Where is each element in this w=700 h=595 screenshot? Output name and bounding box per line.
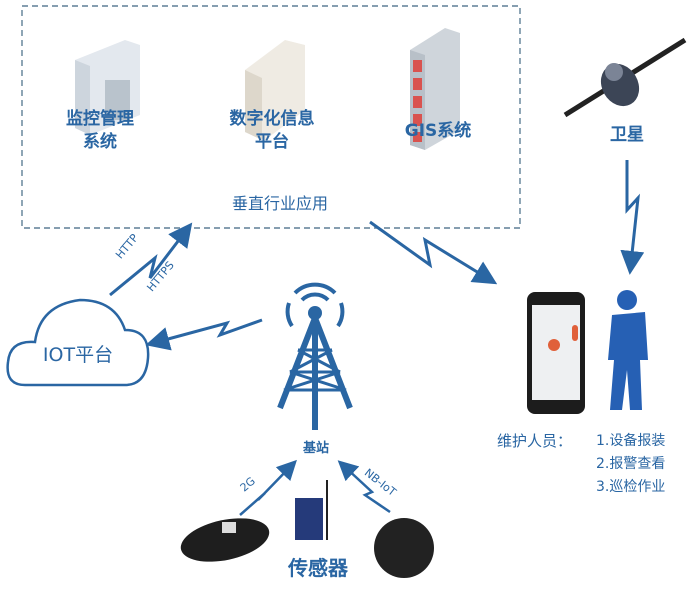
server-tower-icon (75, 40, 140, 135)
maintenance-task-list: 1.设备报装 2.报警查看 3.巡检作业 (596, 430, 665, 499)
satellite-icon (563, 37, 687, 118)
task-item: 1.设备报装 (596, 433, 666, 449)
maintenance-label: 维护人员： (497, 432, 573, 450)
app-to-phone-arrow (369, 220, 498, 285)
sensors-label: 传感器 (288, 556, 348, 580)
smartphone-icon (527, 292, 585, 414)
gateway-device-icon (295, 498, 323, 540)
maintenance-worker-icon (608, 290, 648, 410)
2g-arrow (239, 459, 297, 516)
monitoring-system-label: 监控管理系统 (66, 109, 134, 152)
digital-info-platform-label: 数字化信息平台 (229, 109, 315, 152)
satellite-downlink-arrow (620, 160, 645, 275)
nbiot-arrow (337, 460, 391, 514)
dome-sensor-icon (374, 518, 434, 578)
server-rack-icon (410, 28, 460, 150)
base-station-label: 基站 (302, 441, 330, 456)
iot-to-app-arrow (109, 222, 193, 297)
tower-to-iot-arrow (145, 318, 263, 351)
sensor-devices (180, 480, 434, 578)
disc-sensor-icon (180, 518, 270, 562)
server-beige-icon (245, 40, 305, 140)
iot-platform-label: IOT平台 (42, 344, 114, 366)
task-item: 3.巡检作业 (596, 479, 666, 495)
satellite-label: 卫星 (610, 125, 644, 145)
task-item: 2.报警查看 (596, 456, 666, 472)
cloud-icon (6, 298, 150, 387)
vertical-apps-label: 垂直行业应用 (231, 194, 329, 213)
gis-system-label: GIS系统 (404, 121, 472, 141)
cell-tower-icon (277, 282, 353, 430)
